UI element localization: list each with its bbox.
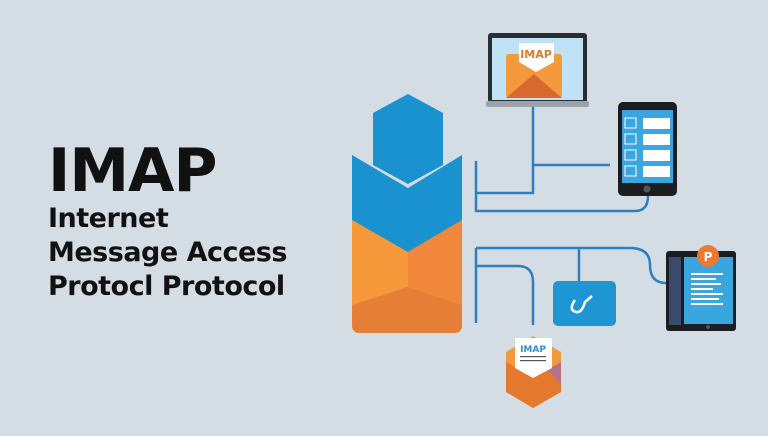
smartphone-icon bbox=[618, 102, 677, 196]
connector-lines bbox=[474, 107, 667, 325]
title-acronym: IMAP bbox=[48, 136, 217, 206]
title-line-2: Message Access bbox=[48, 237, 287, 268]
message-box-icon bbox=[553, 281, 616, 326]
laptop-icon: IMAP bbox=[486, 33, 589, 107]
title-block: IMAP Internet Message Access Protocl Pro… bbox=[48, 140, 287, 304]
title-line-3: Protocl Protocol bbox=[48, 271, 285, 302]
title-line-1: Internet bbox=[48, 203, 169, 234]
email-envelope-icon: IMAP bbox=[506, 336, 561, 408]
laptop-badge-text: IMAP bbox=[520, 48, 552, 61]
tablet-icon: P bbox=[666, 245, 736, 331]
tablet-badge-text: P bbox=[704, 250, 713, 264]
envelope-badge-text: IMAP bbox=[520, 345, 546, 355]
imap-logo-icon bbox=[352, 94, 462, 333]
